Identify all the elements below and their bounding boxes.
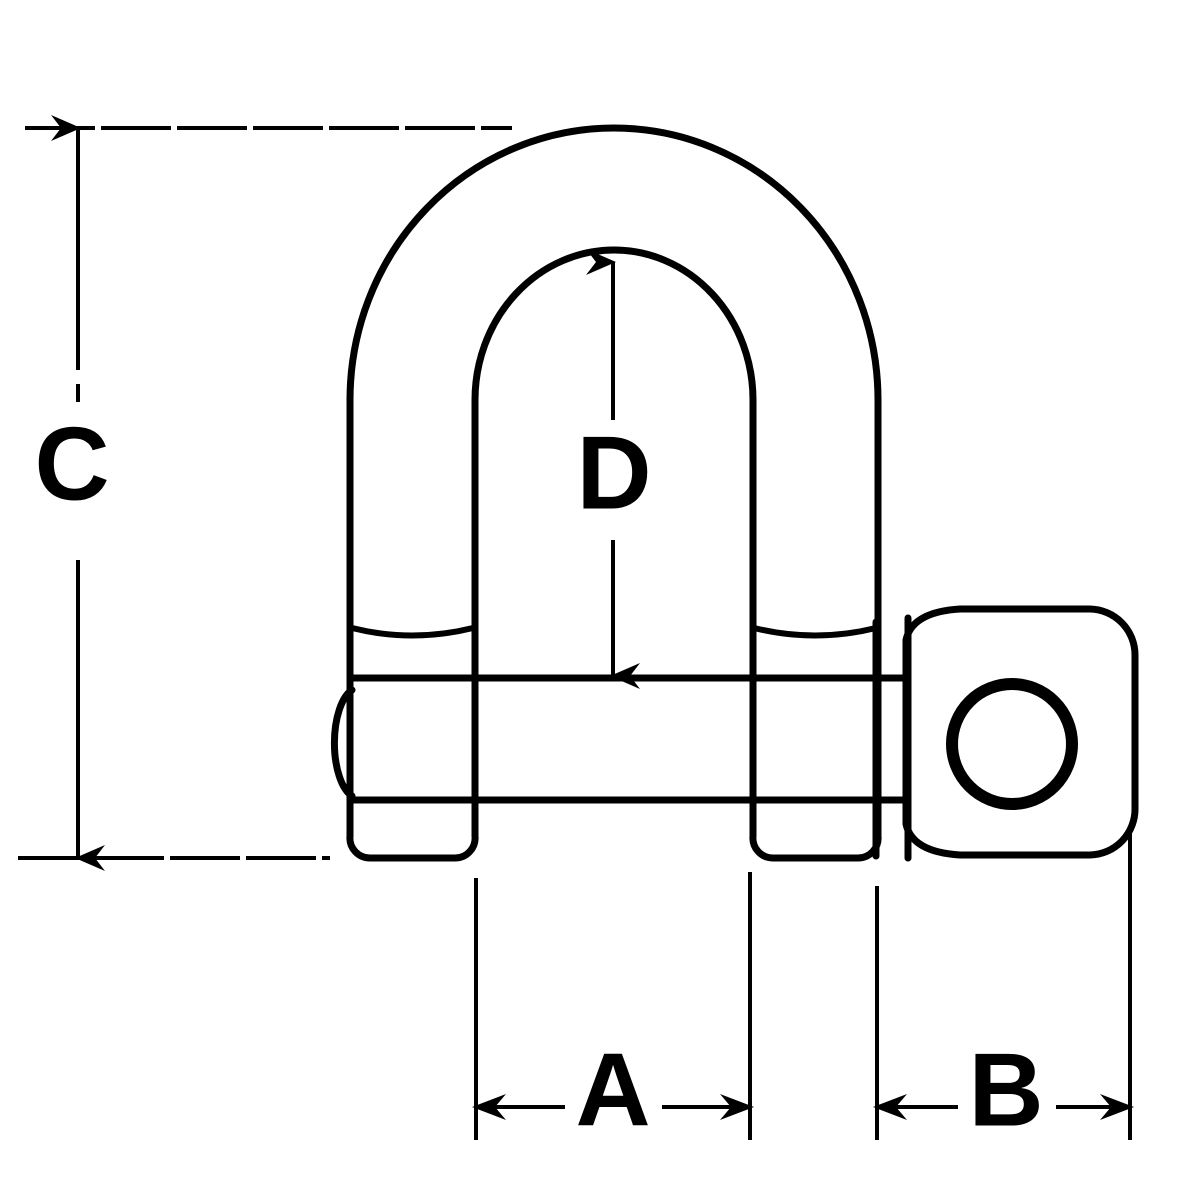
dimension-a-label: A: [575, 1032, 650, 1148]
shackle-body: [330, 124, 1139, 862]
dimension-c: C: [18, 115, 512, 871]
dimension-c-label: C: [34, 406, 109, 522]
bow-outer-profile: [346, 124, 882, 862]
right-leg-shoulder-line: [751, 625, 879, 639]
pin-head-outline: [902, 605, 1139, 859]
pin-left-end-cap: [330, 686, 356, 800]
dimension-b: B: [873, 830, 1134, 1148]
dimension-d-label: D: [576, 415, 651, 531]
dimension-b-label: B: [968, 1032, 1043, 1148]
dimension-d: D: [576, 249, 652, 689]
left-leg-shoulder-line: [349, 625, 476, 639]
pin-head-hole: [946, 678, 1078, 810]
dimension-a: A: [472, 872, 754, 1148]
